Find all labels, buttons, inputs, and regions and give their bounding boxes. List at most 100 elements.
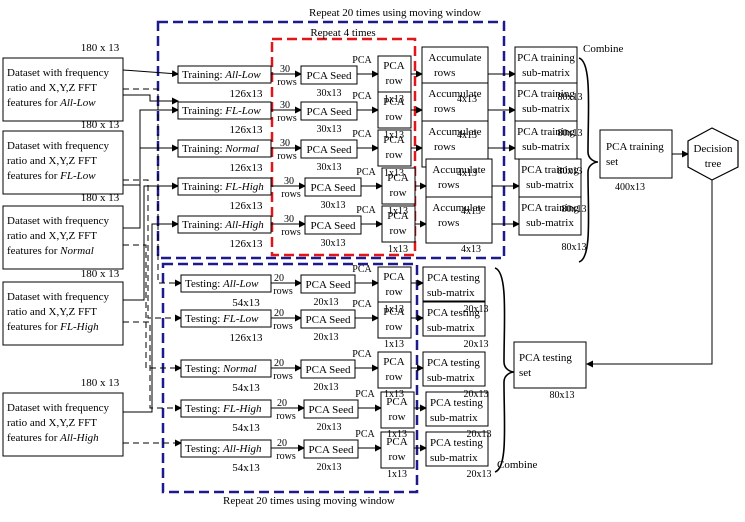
pca-row-label: row bbox=[385, 111, 402, 123]
accumulate-label: Accumulate bbox=[428, 126, 481, 138]
pca-seed-label: PCA Seed bbox=[306, 364, 351, 376]
dataset-size-all-low: 180 x 13 bbox=[81, 42, 120, 54]
training-submatrix-size: 80x13 bbox=[562, 204, 587, 215]
pca-seed-size: 30x13 bbox=[321, 200, 346, 211]
inner-repeat-frame bbox=[270, 37, 417, 257]
pca-arrow-label: PCA bbox=[352, 129, 372, 140]
process-boxes bbox=[2, 46, 739, 469]
testing-submatrix-label: PCA testing bbox=[427, 307, 480, 319]
free-labels: Repeat 20 times using moving windowRepea… bbox=[7, 7, 733, 507]
dataset-features-fl-low: features for FL-Low bbox=[7, 170, 96, 182]
training-label-all-high: Training: All-High bbox=[182, 219, 264, 231]
dataset-line: Dataset with frequency bbox=[7, 402, 110, 414]
accumulate-size: 4x13 bbox=[457, 168, 477, 179]
dataset-box-normal bbox=[2, 205, 124, 270]
testing-set-label: set bbox=[519, 367, 531, 379]
combine-top-label: Combine bbox=[583, 43, 623, 55]
pca-row-label: PCA bbox=[383, 60, 404, 72]
training-label-all-low: Training: All-Low bbox=[182, 69, 261, 81]
testing-submatrix-box bbox=[422, 266, 486, 302]
outer-repeat-frame-top bbox=[156, 20, 506, 260]
rows-word: rows bbox=[277, 77, 297, 88]
dataset-size-normal: 180 x 13 bbox=[81, 192, 120, 204]
training-submatrix-size: 80x13 bbox=[558, 166, 583, 177]
testing-submatrix-box bbox=[422, 301, 486, 337]
accumulate-label: Accumulate bbox=[432, 164, 485, 176]
pca-row-label: PCA bbox=[383, 306, 404, 318]
pca-row-label: PCA bbox=[386, 396, 407, 408]
accumulate-label: rows bbox=[438, 217, 459, 229]
rows-count: 20 bbox=[274, 273, 284, 284]
training-size-all-low: 126x13 bbox=[230, 88, 264, 100]
training-size-fl-low: 126x13 bbox=[230, 124, 264, 136]
training-submatrix-box bbox=[514, 120, 578, 160]
testing-set-label: PCA testing bbox=[519, 352, 572, 364]
pca-seed-size: 30x13 bbox=[317, 124, 342, 135]
rows-count: 20 bbox=[274, 358, 284, 369]
testing-submatrix-label: sub-matrix bbox=[427, 287, 475, 299]
pca-row-box bbox=[377, 129, 412, 167]
pca-seed-size: 30x13 bbox=[317, 88, 342, 99]
dataset-box-all-high bbox=[2, 392, 124, 457]
dataset-line: Dataset with frequency bbox=[7, 67, 110, 79]
testing-submatrix-box bbox=[422, 351, 486, 387]
pca-row-box bbox=[380, 431, 415, 469]
training-set-label: PCA training bbox=[606, 141, 664, 153]
pca-seed-label: PCA Seed bbox=[307, 70, 352, 82]
testing-submatrix-label: PCA testing bbox=[430, 397, 483, 409]
connector-line bbox=[123, 144, 179, 229]
training-submatrix-size: 80x13 bbox=[558, 92, 583, 103]
decision-tree-label: Decision bbox=[693, 143, 733, 155]
rows-count: 30 bbox=[280, 64, 290, 75]
pca-row-size: 1x13 bbox=[384, 389, 404, 400]
dataset-line: Dataset with frequency bbox=[7, 215, 110, 227]
pca-arrow-label: PCA bbox=[352, 91, 372, 102]
connector-line bbox=[123, 244, 182, 372]
pca-seed-size: 20x13 bbox=[317, 462, 342, 473]
connector-line bbox=[123, 179, 182, 322]
dataset-features-fl-high: features for FL-High bbox=[7, 321, 99, 333]
pca-seed-size: 20x13 bbox=[314, 297, 339, 308]
rows-count: 30 bbox=[284, 176, 294, 187]
pca-seed-label: PCA Seed bbox=[306, 314, 351, 326]
training-set-label: set bbox=[606, 156, 618, 168]
dataset-line: ratio and X,Y,Z FFT bbox=[7, 306, 97, 318]
dataset-line: ratio and X,Y,Z FFT bbox=[7, 82, 97, 94]
pca-seed-box bbox=[304, 177, 362, 197]
testing-submatrix-label: PCA testing bbox=[430, 437, 483, 449]
connector-line bbox=[123, 88, 182, 287]
rows-word: rows bbox=[277, 113, 297, 124]
pca-seed-size: 20x13 bbox=[317, 422, 342, 433]
pca-seed-label: PCA Seed bbox=[309, 444, 354, 456]
rows-word: rows bbox=[273, 286, 293, 297]
dataset-size-fl-low: 180 x 13 bbox=[81, 119, 120, 131]
pca-arrow-label: PCA bbox=[356, 167, 376, 178]
training-submatrix-size: 80x13 bbox=[558, 128, 583, 139]
connector-line bbox=[586, 180, 713, 368]
rows-word: rows bbox=[281, 227, 301, 238]
combine-brace-bottom bbox=[494, 267, 515, 473]
rows-count: 20 bbox=[277, 438, 287, 449]
testing-label-all-high: Testing: All-High bbox=[185, 443, 262, 455]
pca-arrow-label: PCA bbox=[352, 264, 372, 275]
testing-label-normal: Testing: Normal bbox=[185, 363, 257, 375]
connector-line bbox=[123, 321, 182, 412]
testing-submatrix-size: 20x13 bbox=[464, 389, 489, 400]
pca-seed-size: 20x13 bbox=[314, 332, 339, 343]
testing-label-all-low: Testing: All-Low bbox=[185, 278, 259, 290]
training-label-fl-high: Training: FL-High bbox=[182, 181, 264, 193]
outer-repeat-frame-bottom bbox=[161, 262, 419, 494]
testing-size-fl-high: 54x13 bbox=[232, 422, 260, 434]
pca-arrow-label: PCA bbox=[352, 55, 372, 66]
testing-box-all-high bbox=[180, 439, 272, 458]
decision-tree-label: tree bbox=[705, 158, 722, 170]
pca-row-label: row bbox=[385, 286, 402, 298]
testing-submatrix-label: sub-matrix bbox=[427, 322, 475, 334]
testing-box-fl-high bbox=[180, 399, 272, 418]
pca-row-label: PCA bbox=[386, 436, 407, 448]
pca-seed-label: PCA Seed bbox=[306, 279, 351, 291]
training-box-normal bbox=[177, 139, 272, 158]
rows-count: 30 bbox=[280, 100, 290, 111]
pca-seed-box bbox=[300, 139, 358, 159]
